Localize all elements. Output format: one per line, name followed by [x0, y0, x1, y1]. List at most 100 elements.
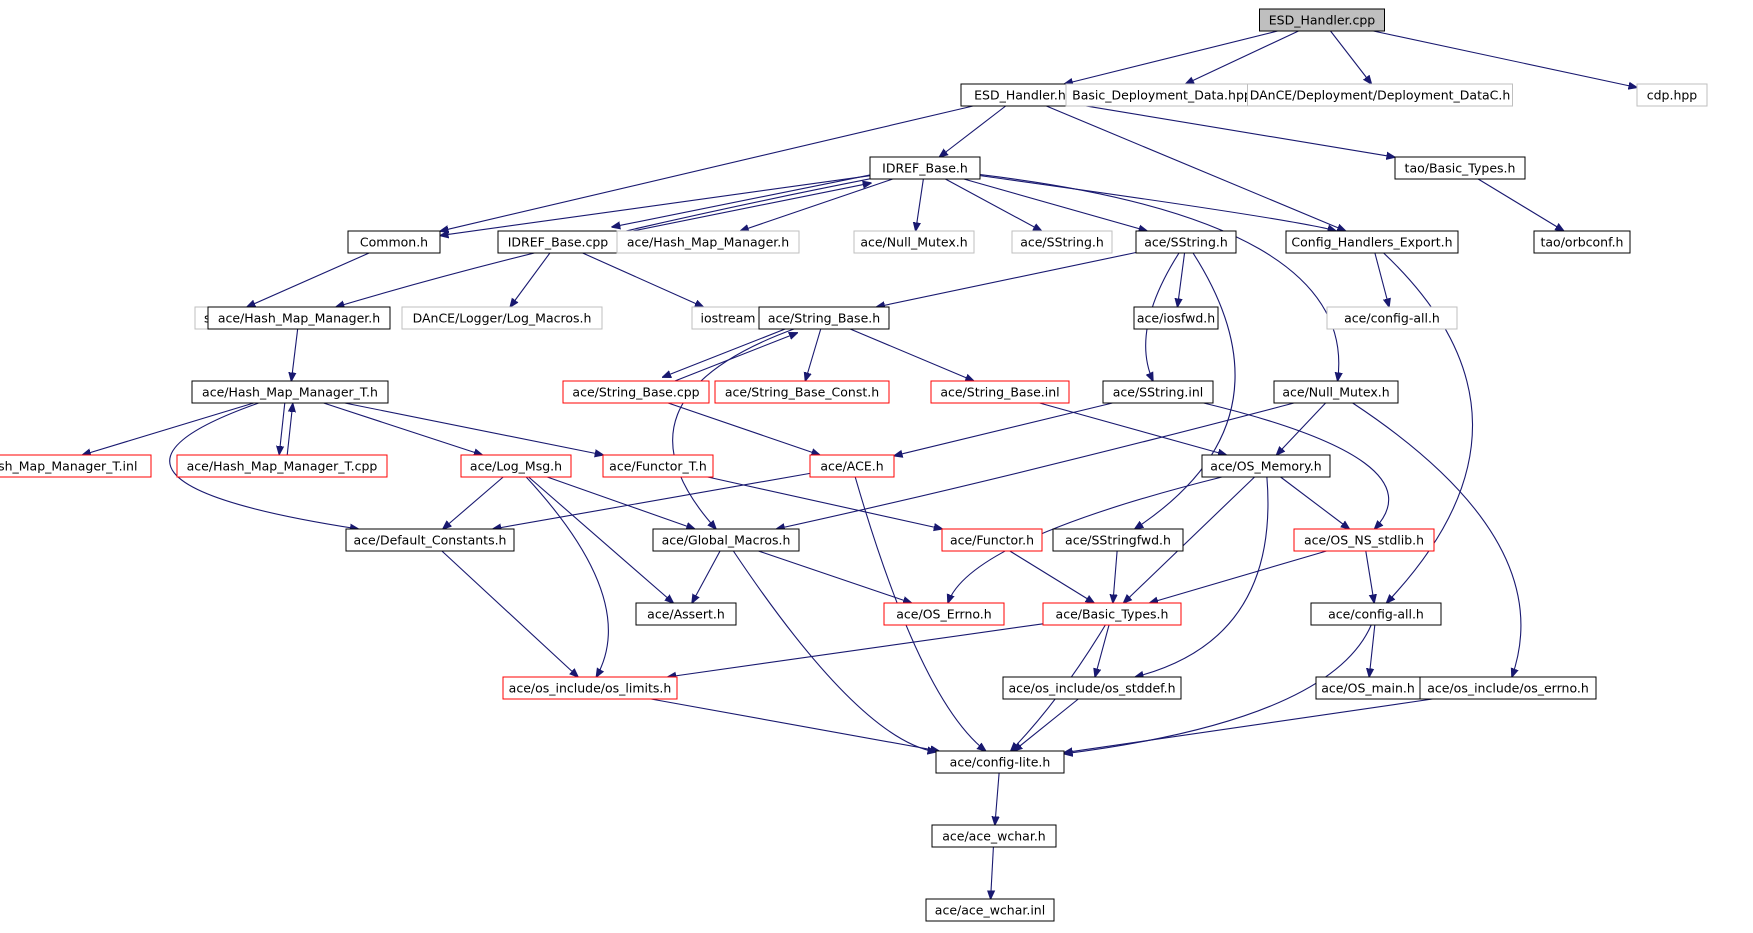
node-ace-ace-wchar-h[interactable]: ace/ace_wchar.h — [931, 824, 1057, 848]
node-ace-assert-h[interactable]: ace/Assert.h — [635, 602, 737, 626]
node-label: ace/Functor_T.h — [609, 459, 707, 474]
edge-ace-default-constants-h-to-os-limits-h — [441, 550, 578, 677]
edge-esd-handler-h-to-idref-base-h — [939, 105, 1007, 157]
node-label: iostream — [701, 311, 756, 326]
edge-ace-global-macros-h-to-ace-os-errno-h — [758, 550, 911, 603]
node-ace-functor-h[interactable]: ace/Functor.h — [941, 528, 1043, 552]
edge-ace-sstring-inl-to-ace-os-ns-stdlib-h — [1203, 402, 1390, 529]
node-tao-basic-types-h[interactable]: tao/Basic_Types.h — [1394, 156, 1526, 180]
node-os-limits-h[interactable]: ace/os_include/os_limits.h — [502, 676, 678, 700]
node-label: tao/orbconf.h — [1541, 235, 1624, 250]
node-ace-basic-types-h[interactable]: ace/Basic_Types.h — [1042, 602, 1182, 626]
node-box — [502, 676, 678, 700]
node-ace-sstring-h-ext: ace/SString.h — [1011, 230, 1113, 254]
node-common-h[interactable]: Common.h — [347, 230, 441, 254]
node-label: ace/os_include/os_errno.h — [1427, 681, 1589, 696]
node-idref-base-h[interactable]: IDREF_Base.h — [869, 156, 981, 180]
node-ace-functor-t-h[interactable]: ace/Functor_T.h — [602, 454, 714, 478]
node-label: cdp.hpp — [1647, 88, 1698, 103]
node-ace-hash-map-manager-t-inl[interactable]: ace/Hash_Map_Manager_T.inl — [0, 454, 152, 478]
edge-ace-os-ns-stdlib-h-to-ace-basic-types-h — [1149, 550, 1327, 603]
node-label: ace/Hash_Map_Manager_T.h — [202, 385, 378, 400]
node-ace-string-base-inl[interactable]: ace/String_Base.inl — [930, 380, 1070, 404]
node-label: ace/config-all.h — [1344, 311, 1440, 326]
node-box — [401, 306, 603, 330]
node-ace-ace-wchar-inl[interactable]: ace/ace_wchar.inl — [925, 898, 1055, 922]
node-box — [1259, 8, 1385, 32]
node-ace-sstringfwd-h[interactable]: ace/SStringfwd.h — [1052, 528, 1184, 552]
node-box — [714, 380, 890, 404]
node-label: ace/Hash_Map_Manager_T.inl — [0, 459, 137, 474]
node-os-errno-h[interactable]: ace/os_include/os_errno.h — [1419, 676, 1597, 700]
node-esd-handler-h[interactable]: ESD_Handler.h — [960, 83, 1080, 107]
edge-ace-config-all-h-to-ace-config-lite-h — [1064, 624, 1372, 754]
edge-ace-string-base-h-to-ace-string-base-const-h — [805, 328, 822, 381]
node-label: ace/String_Base_Const.h — [725, 385, 879, 400]
node-ace-iosfwd-h[interactable]: ace/iosfwd.h — [1133, 306, 1219, 330]
node-ace-config-lite-h[interactable]: ace/config-lite.h — [935, 750, 1065, 774]
edge-ace-hash-map-manager-t-h-to-ace-hash-map-manager-t-inl — [82, 402, 254, 455]
edge-ace-ace-h-to-ace-config-lite-h — [854, 476, 986, 751]
node-box — [652, 528, 800, 552]
node-ace-os-main-h[interactable]: ace/OS_main.h — [1315, 676, 1421, 700]
node-ace-global-macros-h[interactable]: ace/Global_Macros.h — [652, 528, 800, 552]
node-deployment-datac-h: DAnCE/Deployment/Deployment_DataC.h — [1247, 83, 1513, 107]
node-box — [562, 380, 710, 404]
edge-ace-os-memory-h-to-ace-os-ns-stdlib-h — [1280, 476, 1350, 529]
node-ace-hash-map-manager-t-cpp[interactable]: ace/Hash_Map_Manager_T.cpp — [176, 454, 388, 478]
node-ace-log-msg-h[interactable]: ace/Log_Msg.h — [460, 454, 572, 478]
node-ace-ace-h[interactable]: ace/ACE.h — [809, 454, 895, 478]
node-ace-os-errno-h[interactable]: ace/OS_Errno.h — [883, 602, 1005, 626]
node-label: ace/Default_Constants.h — [354, 533, 507, 548]
node-ace-sstring-h[interactable]: ace/SString.h — [1135, 230, 1237, 254]
edge-ace-sstringfwd-h-to-ace-basic-types-h — [1113, 550, 1117, 603]
edge-ace-log-msg-h-to-ace-global-macros-h — [547, 476, 695, 529]
edge-esd-handler-cpp-to-deployment-datac-h — [1330, 30, 1372, 84]
node-ace-string-base-const-h[interactable]: ace/String_Base_Const.h — [714, 380, 890, 404]
node-label: ace/iosfwd.h — [1137, 311, 1215, 326]
node-label: Config_Handlers_Export.h — [1291, 235, 1452, 250]
edge-ace-functor-h-to-ace-basic-types-h — [1009, 550, 1094, 603]
node-idref-base-cpp[interactable]: IDREF_Base.cpp — [497, 230, 619, 254]
edge-ace-sstring-inl-to-ace-ace-h — [894, 402, 1113, 456]
edge-idref-base-h-to-ace-null-mutex-h — [979, 174, 1339, 381]
node-esd-handler-cpp[interactable]: ESD_Handler.cpp — [1259, 8, 1385, 32]
edge-ace-sstring-h-to-ace-string-base-h — [876, 251, 1137, 307]
node-label: ace/config-lite.h — [950, 755, 1051, 770]
node-ace-config-all-h[interactable]: ace/config-all.h — [1310, 602, 1442, 626]
edge-ace-os-memory-h-to-os-stddef-h — [1135, 476, 1269, 677]
node-label: ace/String_Base.inl — [940, 385, 1059, 400]
node-ace-os-memory-h[interactable]: ace/OS_Memory.h — [1201, 454, 1331, 478]
node-ace-os-ns-stdlib-h[interactable]: ace/OS_NS_stdlib.h — [1293, 528, 1435, 552]
edge-idref-base-h-to-common-h — [440, 175, 871, 236]
node-tao-orbconf-h[interactable]: tao/orbconf.h — [1533, 230, 1631, 254]
node-os-stddef-h[interactable]: ace/os_include/os_stddef.h — [1002, 676, 1182, 700]
node-ace-null-mutex-h[interactable]: ace/Null_Mutex.h — [1273, 380, 1399, 404]
node-label: ace/ace_wchar.h — [942, 829, 1045, 844]
node-ace-sstring-inl[interactable]: ace/SString.inl — [1102, 380, 1214, 404]
node-box — [616, 230, 800, 254]
edge-idref-base-cpp-to-iostream — [582, 252, 704, 307]
node-ace-string-base-cpp[interactable]: ace/String_Base.cpp — [562, 380, 710, 404]
edge-ace-os-ns-stdlib-h-to-ace-config-all-h — [1365, 550, 1374, 603]
edge-ace-log-msg-h-to-ace-default-constants-h — [443, 476, 504, 529]
edge-ace-basic-types-h-to-os-limits-h — [668, 623, 1044, 677]
node-ace-default-constants-h[interactable]: ace/Default_Constants.h — [345, 528, 515, 552]
node-box — [758, 306, 890, 330]
node-ace-string-base-h[interactable]: ace/String_Base.h — [758, 306, 890, 330]
node-ace-hash-map-manager-h[interactable]: ace/Hash_Map_Manager.h — [207, 306, 391, 330]
edge-idref-base-h-to-ace-null-mutex-h-ext — [916, 178, 924, 231]
edge-tao-basic-types-h-to-tao-orbconf-h — [1477, 178, 1564, 231]
node-ace-hash-map-manager-t-h[interactable]: ace/Hash_Map_Manager_T.h — [191, 380, 389, 404]
node-box — [853, 230, 975, 254]
edge-esd-handler-h-to-config-handlers-export-h — [1046, 105, 1345, 231]
node-label: ace/Global_Macros.h — [662, 533, 791, 548]
node-config-handlers-export-h[interactable]: Config_Handlers_Export.h — [1285, 230, 1459, 254]
edge-ace-string-base-inl-to-ace-os-memory-h — [1039, 402, 1227, 455]
node-box — [1052, 528, 1184, 552]
edge-config-handlers-export-h-to-ace-config-all-h — [1383, 252, 1474, 603]
node-box — [1419, 676, 1597, 700]
node-box — [460, 454, 572, 478]
node-box — [602, 454, 714, 478]
